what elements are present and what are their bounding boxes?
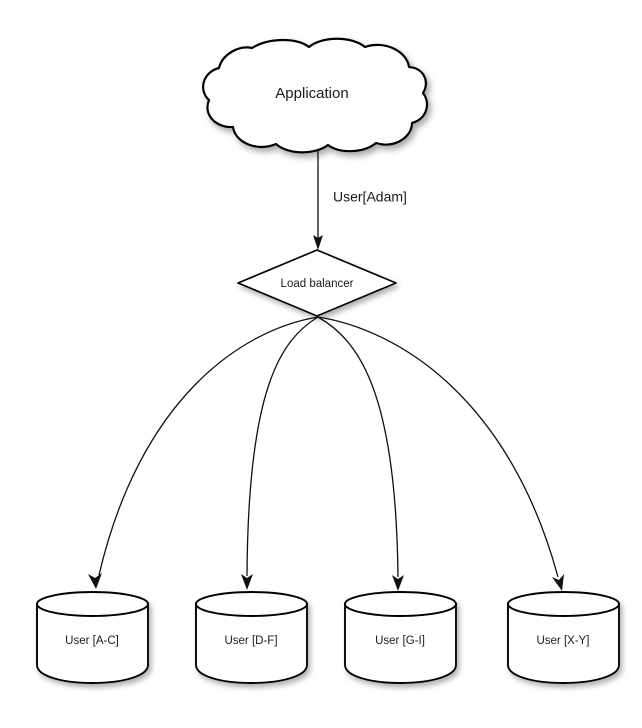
node-load-balancer[interactable]: Load balancer: [237, 249, 397, 317]
node-database-3[interactable]: User [X-Y]: [507, 591, 620, 684]
arrow-head-load-balancer: [313, 235, 323, 250]
load-balancer-label: Load balancer: [281, 278, 354, 290]
edge-curve-0: [98, 316, 319, 576]
database-1-label: User [D-F]: [224, 635, 277, 647]
cylinder-body-3: [507, 591, 620, 684]
cylinder-body-1: [195, 591, 308, 684]
database-2-label: User [G-I]: [375, 635, 425, 647]
database-0-label: User [A-C]: [65, 635, 119, 647]
arrow-head-db-0: [88, 573, 102, 589]
arrow-head-db-2: [392, 575, 404, 591]
arrow-head-db-1: [241, 574, 253, 590]
diamond-shape: [237, 249, 397, 317]
edge-curve-3: [317, 316, 559, 578]
node-database-2[interactable]: User [G-I]: [344, 591, 457, 684]
edge-curve-2: [317, 316, 399, 578]
edge-application-to-load-balancer: User[Adam]: [313, 150, 407, 250]
node-database-1[interactable]: User [D-F]: [195, 591, 308, 684]
cylinder-body-0: [36, 591, 149, 684]
application-label: Application: [275, 85, 348, 102]
edge-load-balancer-to-db-2: [317, 316, 404, 591]
edge-load-balancer-to-db-1: [241, 316, 319, 590]
edge-curve-1: [246, 316, 319, 577]
database-3-label: User [X-Y]: [536, 635, 589, 647]
node-database-0[interactable]: User [A-C]: [36, 591, 149, 684]
cylinder-body-2: [344, 591, 457, 684]
node-application[interactable]: Application: [202, 37, 429, 154]
edge-load-balancer-to-db-0: [88, 316, 319, 589]
edge-load-balancer-to-db-3: [317, 316, 564, 591]
edge-label-user-adam: User[Adam]: [333, 189, 407, 205]
cloud-shape: [202, 37, 429, 154]
arrow-head-db-3: [552, 574, 564, 591]
